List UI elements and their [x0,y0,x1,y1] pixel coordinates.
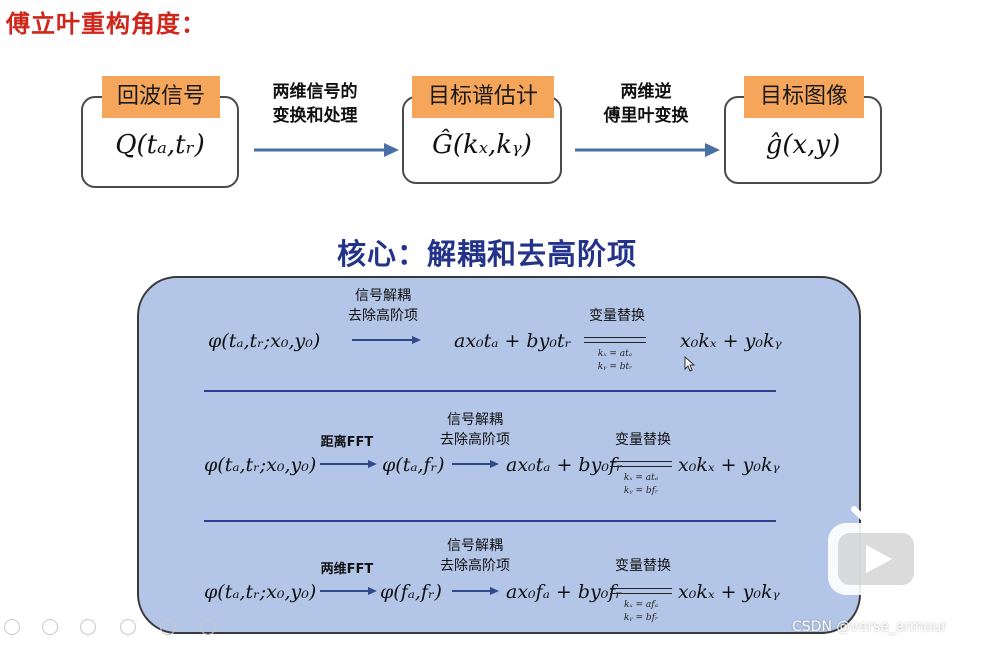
arrow-label-1: 两维信号的 变换和处理 [250,80,380,128]
row1-arrow-icon [352,336,421,344]
row2-start: φ(tₐ,tᵣ;x₀,y₀) [204,454,317,476]
row3-arrow1-icon [320,587,377,595]
slides-icon[interactable] [120,619,136,635]
arrow-2-icon [575,143,720,157]
row-separator-2 [204,520,776,522]
row3-step-labels: 信号解耦 去除高阶项 [432,536,518,576]
row2-op1: 距离FFT [320,435,374,450]
row1-subst-equals [584,337,646,343]
prev-slide-icon[interactable] [4,619,20,635]
row2-step-labels: 信号解耦 去除高阶项 [432,410,518,450]
pipeline-tag-echo: 回波信号 [102,76,220,118]
row3-mid: ax₀fₐ + by₀fᵣ [506,581,622,603]
row1-mid: ax₀tₐ + by₀tᵣ [454,330,572,352]
pipeline-tag-image: 目标图像 [744,76,864,118]
row3-step-label1: 信号解耦 [447,538,503,554]
row3-subst-defs: kₓ = afₐ kᵧ = bfᵣ [606,599,676,625]
row3-after1: φ(fₐ,fᵣ) [380,581,442,603]
row3-start: φ(tₐ,tᵣ;x₀,y₀) [204,581,317,603]
slide-nav-toolbar [0,615,240,641]
row1-step-label2: 去除高阶项 [348,308,418,324]
pipeline-formula-echo: Q(tₐ,tᵣ) [115,130,205,160]
row2-subst-a: kₓ = atₐ [623,473,659,483]
arrow-1-icon [254,143,399,157]
arrow-label-2-line2: 傅里叶变换 [603,106,689,126]
row2-step-label2: 去除高阶项 [440,432,510,448]
row2-arrow2-icon [452,460,499,468]
pipeline-tag-spectrum: 目标谱估计 [412,76,554,118]
row2-subst-defs: kₓ = atₐ kᵧ = bfᵣ [606,472,676,498]
row2-after1: φ(tₐ,fᵣ) [382,454,445,476]
row3-result: x₀kₓ + y₀kᵧ [678,581,780,603]
play-icon[interactable] [42,619,58,635]
row3-subst-label: 变量替换 [615,558,671,574]
row3-subst-b: kᵧ = bfᵣ [623,613,659,623]
pen-icon[interactable] [80,619,96,635]
arrow-label-1-line1: 两维信号的 [272,82,358,102]
row1-step-labels: 信号解耦 去除高阶项 [340,286,426,326]
row1-subst-defs: kₓ = atₐ kᵧ = btᵣ [580,348,650,374]
row1-result: x₀kₓ + y₀kᵧ [680,330,782,352]
row2-mid: ax₀tₐ + by₀fᵣ [506,454,623,476]
row2-subst-equals [610,461,672,467]
row1-subst-label: 变量替换 [589,308,645,324]
row3-subst-a: kₓ = afₐ [624,600,658,610]
bilibili-tv-icon [828,506,924,595]
row1-subst-b: kᵧ = btᵣ [597,362,633,372]
arrow-label-2: 两维逆 傅里叶变换 [576,80,716,128]
pipeline-formula-spectrum: Ĝ(kₓ,kᵧ) [432,130,532,160]
watermark: CSDN @verse_armour [792,619,947,635]
row3-op1: 两维FFT [320,562,374,577]
row2-result: x₀kₓ + y₀kᵧ [678,454,780,476]
row3-arrow2-icon [452,587,499,595]
row1-step-label1: 信号解耦 [355,288,411,304]
core-heading: 核心：解耦和去高阶项 [337,237,638,271]
slide-title: 傅立叶重构角度： [6,10,206,38]
row2-arrow1-icon [320,460,377,468]
derivation-panel [137,276,861,634]
arrow-label-2-line1: 两维逆 [620,82,672,102]
row3-subst-equals [610,588,672,594]
row2-step-label1: 信号解耦 [447,412,503,428]
more-icon[interactable] [200,619,216,635]
row2-subst-label: 变量替换 [615,432,671,448]
row3-step-label2: 去除高阶项 [440,558,510,574]
row1-start: φ(tₐ,tᵣ;x₀,y₀) [208,330,321,352]
pipeline-formula-image: ĝ(x,y) [765,130,841,160]
arrow-label-1-line2: 变换和处理 [272,106,358,126]
row-separator-1 [204,390,776,392]
zoom-icon[interactable] [160,619,176,635]
row1-subst-a: kₓ = atₐ [597,349,633,359]
row2-subst-b: kᵧ = bfᵣ [623,486,659,496]
mouse-cursor-icon [684,356,696,372]
